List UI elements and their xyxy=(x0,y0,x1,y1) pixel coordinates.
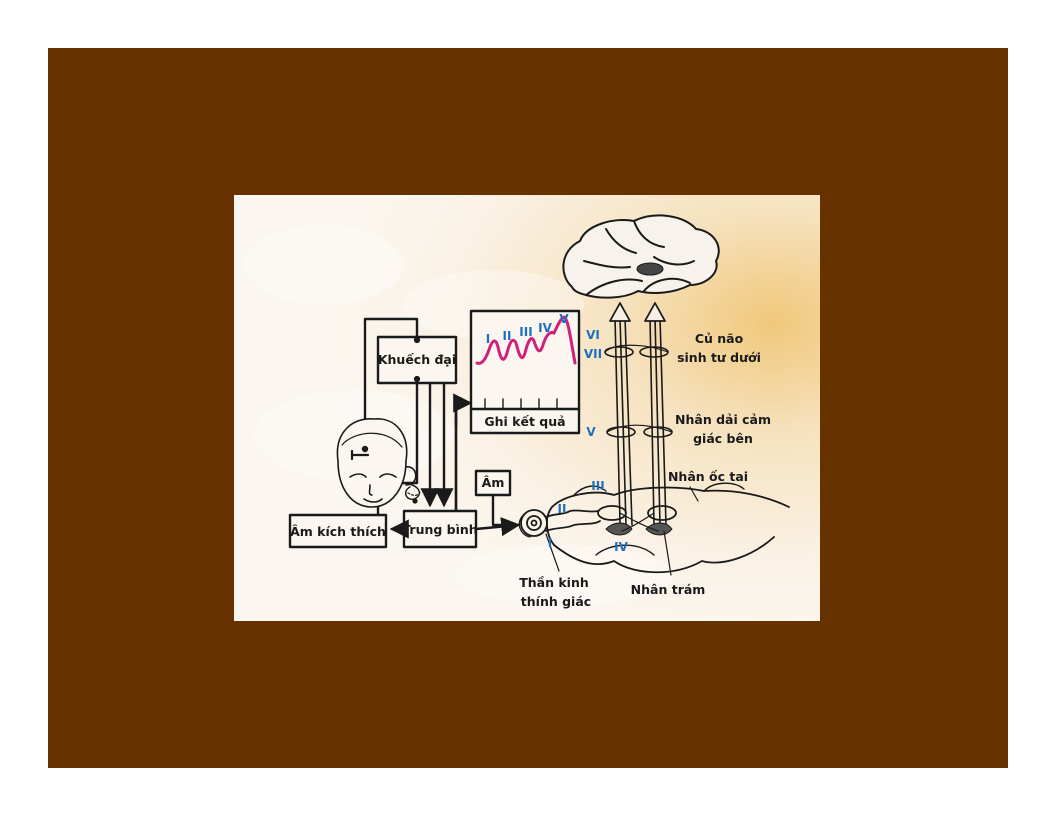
stimulus-box xyxy=(288,513,388,549)
stimulus-label: Âm kích thích xyxy=(290,524,386,539)
pathway-label-iv: IV xyxy=(614,540,628,554)
relay-rings xyxy=(604,344,673,438)
inferior-colliculus-label-line2: sinh tư dưới xyxy=(677,350,761,365)
pathway-label-i: I xyxy=(548,536,552,550)
inferior-colliculus-label-line1: Củ não xyxy=(695,331,744,346)
wave-label-iii: III xyxy=(519,325,532,339)
recorder-tick-marks xyxy=(484,398,558,410)
pathway-label-ii: II xyxy=(558,502,567,516)
recorder-input-arrow xyxy=(453,393,473,427)
pathway-label-iii: III xyxy=(591,479,604,493)
recorder-box xyxy=(469,309,581,435)
child-head-illustration xyxy=(336,418,421,508)
wave-label-ii: II xyxy=(503,329,512,343)
thalamus-spot xyxy=(636,262,664,276)
pathway-label-vii: VII xyxy=(584,347,602,361)
label-leader-lines xyxy=(545,486,699,576)
cloud-texture xyxy=(244,225,674,605)
averager-label: Trung bình xyxy=(402,522,477,537)
pathway-label-v: V xyxy=(586,425,596,439)
wave-label-v: V xyxy=(559,312,569,326)
recorder-label: Ghi kết quả xyxy=(484,414,565,429)
lateral-lemniscus-label-line2: giác bên xyxy=(693,431,753,446)
amplifier-label: Khuếch đại xyxy=(378,352,456,367)
arrowhead-left-pathway xyxy=(609,302,631,322)
auditory-nerve-label-line1: Thần kinh xyxy=(519,575,589,590)
cochlear-nucleus-label: Nhân ốc tai xyxy=(668,469,748,484)
abr-diagram: Khuếch đại Ghi kết quả Trung bình Âm kíc… xyxy=(234,195,820,621)
wave-label-i: I xyxy=(486,332,490,346)
sound-label: Âm xyxy=(482,475,505,490)
auditory-nerve-label-line2: thính giác xyxy=(521,594,591,609)
pathway-label-vi: VI xyxy=(586,328,600,342)
olivary-nucleus-label: Nhân trám xyxy=(631,582,706,597)
brainstem-cross-section xyxy=(546,482,790,574)
arrowhead-right-pathway xyxy=(644,302,666,322)
wave-label-iv: IV xyxy=(538,321,552,335)
abr-waveform xyxy=(475,315,577,365)
lateral-lemniscus-label-line1: Nhân dải cảm xyxy=(675,412,771,427)
amplifier-box xyxy=(376,335,458,385)
brain-illustration xyxy=(562,214,720,299)
